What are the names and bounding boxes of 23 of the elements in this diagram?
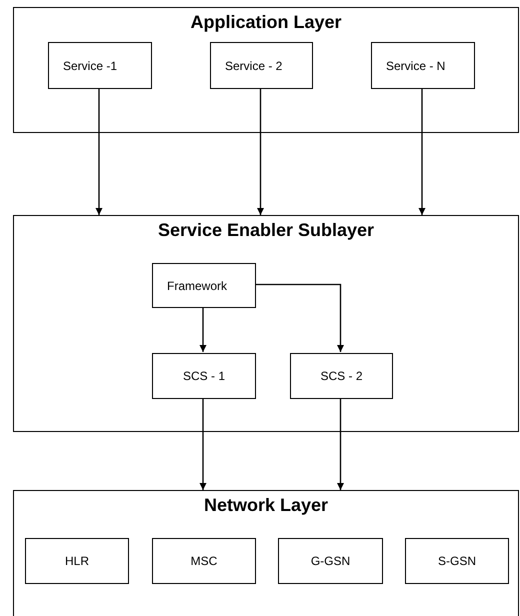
component-box: SCS - 2 (290, 353, 393, 399)
arrow (418, 88, 426, 215)
layer-box (13, 490, 519, 616)
arrow (96, 88, 102, 215)
arrow (200, 307, 206, 352)
arrow (337, 398, 344, 490)
component-box: Service - N (371, 42, 475, 89)
component-box: S-GSN (405, 538, 509, 584)
arrow (257, 88, 264, 215)
component-box: SCS - 1 (152, 353, 256, 399)
component-box: Framework (152, 263, 256, 308)
component-box: HLR (25, 538, 129, 584)
layer-title: Application Layer (189, 11, 343, 33)
component-box: MSC (152, 538, 256, 584)
layer-box (13, 7, 519, 133)
layer-title: Service Enabler Sublayer (156, 219, 376, 241)
component-box: Service - 2 (210, 42, 313, 89)
arrow (255, 284, 344, 352)
layer-title: Network Layer (202, 494, 330, 516)
component-box: G-GSN (278, 538, 383, 584)
arrow (200, 398, 206, 490)
layer-box (13, 215, 519, 432)
component-box: Service -1 (48, 42, 152, 89)
